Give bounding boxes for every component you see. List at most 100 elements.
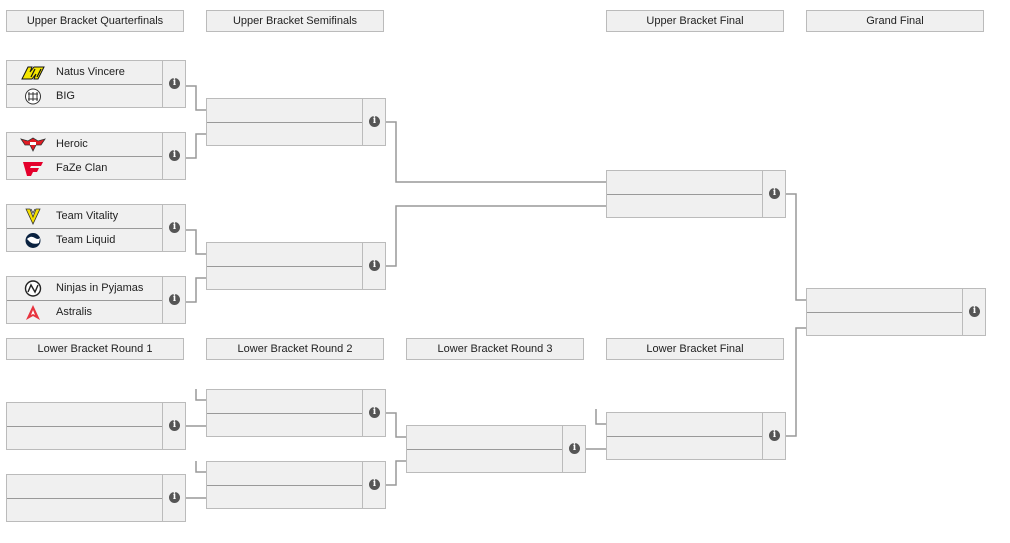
team-row[interactable]: [607, 413, 763, 436]
match-ub-qf-2: Heroic FaZe Clan i: [6, 132, 186, 180]
team-row[interactable]: [807, 313, 963, 336]
vitality-logo-icon: [25, 208, 41, 225]
team-row[interactable]: Team Vitality: [7, 205, 163, 228]
match-ub-final: i: [606, 170, 786, 218]
match-info-column: i: [362, 99, 385, 145]
team-row[interactable]: FaZe Clan: [7, 157, 163, 180]
team-row[interactable]: [407, 450, 563, 473]
match-info-column: i: [562, 426, 585, 472]
match-info-column: i: [762, 413, 785, 459]
divider: [207, 485, 363, 486]
match-ub-qf-3: Team Vitality Team Liquid i: [6, 204, 186, 252]
match-info-column: i: [362, 243, 385, 289]
header-grand-final: Grand Final: [806, 10, 984, 32]
match-info-column: i: [162, 475, 185, 521]
info-icon[interactable]: i: [169, 492, 180, 503]
divider: [407, 449, 563, 450]
divider: [207, 266, 363, 267]
info-icon[interactable]: i: [769, 430, 780, 441]
header-upper-bracket-quarterfinals: Upper Bracket Quarterfinals: [6, 10, 184, 32]
team-row[interactable]: [607, 171, 763, 194]
team-row[interactable]: Heroic: [7, 133, 163, 156]
team-row[interactable]: [207, 243, 363, 266]
team-row[interactable]: [207, 486, 363, 509]
team-row[interactable]: Astralis: [7, 301, 163, 324]
match-info-column: i: [362, 462, 385, 508]
match-info-column: i: [162, 61, 185, 107]
team-row[interactable]: [7, 427, 163, 450]
match-ub-sf-1: i: [206, 98, 386, 146]
info-icon[interactable]: i: [569, 443, 580, 454]
team-name: Heroic: [56, 138, 88, 150]
team-name: Team Vitality: [56, 210, 119, 222]
match-info-column: i: [362, 390, 385, 436]
team-row[interactable]: [207, 462, 363, 485]
team-name: Ninjas in Pyjamas: [56, 282, 144, 294]
info-icon[interactable]: i: [169, 78, 180, 89]
header-lower-bracket-final: Lower Bracket Final: [606, 338, 784, 360]
divider: [807, 312, 963, 313]
info-icon[interactable]: i: [169, 420, 180, 431]
team-row[interactable]: [207, 267, 363, 290]
team-row[interactable]: [207, 123, 363, 146]
match-info-column: i: [962, 289, 985, 335]
team-row[interactable]: [607, 195, 763, 218]
team-row[interactable]: [207, 390, 363, 413]
match-ub-qf-4: Ninjas in Pyjamas Astralis i: [6, 276, 186, 324]
match-lb-r1-1: i: [6, 402, 186, 450]
team-row[interactable]: Team Liquid: [7, 229, 163, 252]
info-icon[interactable]: i: [169, 294, 180, 305]
divider: [607, 194, 763, 195]
info-icon[interactable]: i: [369, 407, 380, 418]
match-lb-r3: i: [406, 425, 586, 473]
team-row[interactable]: [207, 99, 363, 122]
faze-logo-icon: [23, 162, 43, 176]
match-info-column: i: [162, 205, 185, 251]
info-icon[interactable]: i: [969, 306, 980, 317]
divider: [607, 436, 763, 437]
match-info-column: i: [162, 133, 185, 179]
team-row[interactable]: [607, 437, 763, 460]
match-info-column: i: [762, 171, 785, 217]
team-row[interactable]: [7, 475, 163, 498]
header-lower-bracket-round-3: Lower Bracket Round 3: [406, 338, 584, 360]
team-row[interactable]: [7, 499, 163, 522]
team-name: BIG: [56, 90, 75, 102]
nip-logo-icon: [24, 280, 42, 297]
team-row[interactable]: Natus Vincere: [7, 61, 163, 84]
team-name: Natus Vincere: [56, 66, 125, 78]
team-row[interactable]: [807, 289, 963, 312]
info-icon[interactable]: i: [369, 260, 380, 271]
header-lower-bracket-round-1: Lower Bracket Round 1: [6, 338, 184, 360]
divider: [207, 122, 363, 123]
team-row[interactable]: Ninjas in Pyjamas: [7, 277, 163, 300]
info-icon[interactable]: i: [369, 479, 380, 490]
team-row[interactable]: [407, 426, 563, 449]
match-lb-r1-2: i: [6, 474, 186, 522]
divider: [7, 498, 163, 499]
team-name: FaZe Clan: [56, 162, 108, 174]
info-icon[interactable]: i: [769, 188, 780, 199]
match-lb-final: i: [606, 412, 786, 460]
team-row[interactable]: BIG: [7, 85, 163, 108]
divider: [207, 413, 363, 414]
info-icon[interactable]: i: [169, 150, 180, 161]
header-upper-bracket-semifinals: Upper Bracket Semifinals: [206, 10, 384, 32]
match-lb-r2-1: i: [206, 389, 386, 437]
info-icon[interactable]: i: [369, 116, 380, 127]
team-row[interactable]: [207, 414, 363, 437]
match-info-column: i: [162, 277, 185, 323]
header-lower-bracket-round-2: Lower Bracket Round 2: [206, 338, 384, 360]
team-row[interactable]: [7, 403, 163, 426]
info-icon[interactable]: i: [169, 222, 180, 233]
navi-logo-icon: [21, 66, 45, 80]
astralis-logo-icon: [26, 305, 40, 320]
team-name: Astralis: [56, 306, 93, 318]
divider: [7, 300, 163, 301]
match-grand-final: i: [806, 288, 986, 336]
divider: [7, 228, 163, 229]
header-upper-bracket-final: Upper Bracket Final: [606, 10, 784, 32]
big-logo-icon: [25, 88, 41, 105]
heroic-logo-icon: [20, 137, 46, 152]
divider: [7, 156, 163, 157]
